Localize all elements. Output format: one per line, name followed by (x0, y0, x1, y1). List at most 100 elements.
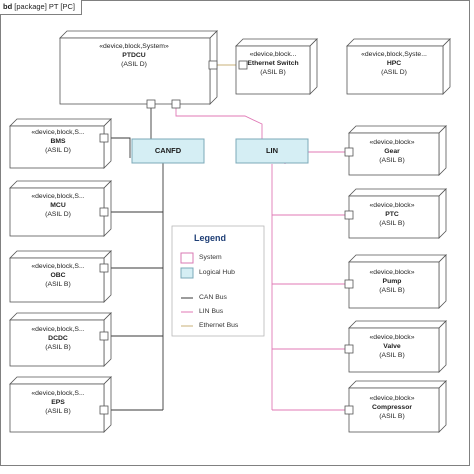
block-ptdcu-top (59, 30, 218, 39)
mcu-asil: (ASIL D) (45, 211, 71, 218)
block-bms-side (103, 118, 112, 169)
ptdcu-asil: (ASIL D) (121, 61, 147, 68)
legend-can-label: CAN Bus (199, 294, 227, 301)
block-eps-side (103, 376, 112, 433)
frame-keyword: bd (3, 2, 13, 11)
block-hpc-side (442, 38, 451, 95)
port-ptdcu-eth (208, 60, 218, 70)
block-pump-front (348, 261, 440, 309)
block-compressor-side (438, 380, 447, 433)
block-ethernet-switch (235, 38, 318, 95)
node-bms[interactable]: «device,block,S... BMS (ASIL D) (13, 128, 103, 155)
obc-stereotype: «device,block,S... (31, 263, 85, 270)
bms-stereotype: «device,block,S... (31, 129, 85, 136)
node-ethernet-switch[interactable]: «device,block... Ethernet Switch (ASIL B… (243, 50, 303, 77)
block-ptdcu (59, 30, 218, 105)
port-ptdcu-lin (171, 99, 181, 109)
node-dcdc[interactable]: «device,block,S... DCDC (ASIL B) (13, 325, 103, 352)
valve-stereotype: «device,block» (369, 334, 415, 341)
node-pump[interactable]: «device,block» Pump (ASIL B) (350, 268, 434, 295)
block-valve-side (438, 320, 447, 373)
block-ptc-side (438, 188, 447, 239)
ethernet-switch-stereotype: «device,block... (249, 51, 297, 58)
pump-asil: (ASIL B) (379, 287, 405, 294)
block-ptc (348, 188, 447, 239)
frame-title: [package] PT [PC] (14, 2, 75, 11)
block-mcu-top (9, 180, 112, 189)
block-pump-side (438, 254, 447, 309)
node-ptc[interactable]: «device,block» PTC (ASIL B) (350, 201, 434, 228)
block-gear (348, 125, 447, 176)
nodes-layer (9, 30, 451, 433)
legend-title: Legend (194, 233, 227, 243)
hpc-asil: (ASIL D) (381, 69, 407, 76)
block-obc-side (103, 250, 112, 303)
ptdcu-stereotype: «device,block,System» (99, 43, 169, 50)
node-ptdcu[interactable]: «device,block,System» PTDCU (ASIL D) (64, 42, 204, 69)
block-valve (348, 320, 447, 373)
node-valve[interactable]: «device,block» Valve (ASIL B) (350, 333, 434, 360)
block-obc-front (9, 257, 105, 303)
legend-hub-label: Logical Hub (199, 269, 235, 276)
block-hpc-top (346, 38, 451, 47)
valve-name: Valve (383, 343, 401, 350)
ptc-asil: (ASIL B) (379, 220, 405, 227)
compressor-asil: (ASIL B) (379, 413, 405, 420)
block-mcu-front (9, 187, 105, 237)
block-bms-top (9, 118, 112, 127)
dcdc-name: DCDC (48, 335, 68, 342)
block-dcdc (9, 312, 112, 367)
node-eps[interactable]: «device,block,S... EPS (ASIL B) (13, 389, 103, 416)
hub-lin-label: LIN (265, 146, 279, 155)
block-gear-side (438, 125, 447, 176)
gear-asil: (ASIL B) (379, 157, 405, 164)
node-compressor[interactable]: «device,block» Compressor (ASIL B) (350, 394, 434, 421)
eps-name: EPS (51, 399, 65, 406)
block-eps-front (9, 383, 105, 433)
hub-lin-box[interactable] (235, 138, 309, 164)
mcu-stereotype: «device,block,S... (31, 193, 85, 200)
ptc-name: PTC (385, 211, 399, 218)
node-mcu[interactable]: «device,block,S... MCU (ASIL D) (13, 192, 103, 219)
block-valve-front (348, 327, 440, 373)
legend-box (171, 225, 265, 337)
block-dcdc-front (9, 319, 105, 367)
ptdcu-name: PTDCU (122, 52, 146, 59)
block-ptdcu-front (59, 37, 211, 105)
dcdc-stereotype: «device,block,S... (31, 326, 85, 333)
block-eps-top (9, 376, 112, 385)
legend-system-swatch (180, 252, 194, 264)
node-gear[interactable]: «device,block» Gear (ASIL B) (350, 138, 434, 165)
node-obc[interactable]: «device,block,S... OBC (ASIL B) (13, 262, 103, 289)
block-hpc (346, 38, 451, 95)
mcu-name: MCU (50, 202, 66, 209)
block-compressor-top (348, 380, 447, 389)
hpc-stereotype: «device,block,Syste... (361, 51, 427, 58)
block-bms-front (9, 125, 105, 169)
frame-header: bd [package] PT [PC] (0, 0, 82, 15)
can-bus-lines (104, 108, 164, 411)
compressor-stereotype: «device,block» (369, 395, 415, 402)
node-hpc[interactable]: «device,block,Syste... HPC (ASIL D) (352, 50, 436, 77)
legend-hub-swatch (180, 267, 194, 279)
port-ptdcu-can (146, 99, 156, 109)
block-bms (9, 118, 112, 169)
legend-lin-label: LIN Bus (199, 308, 224, 315)
hpc-name: HPC (386, 60, 402, 67)
gear-name: Gear (384, 148, 400, 155)
dcdc-asil: (ASIL B) (45, 344, 71, 351)
gear-stereotype: «device,block» (369, 139, 415, 146)
legend (171, 225, 265, 337)
block-pump-top (348, 254, 447, 263)
hub-canfd-label: CANFD (154, 146, 182, 155)
ethernet-switch-asil: (ASIL B) (260, 69, 286, 76)
pump-stereotype: «device,block» (369, 269, 415, 276)
block-valve-top (348, 320, 447, 329)
block-gear-top (348, 125, 447, 134)
block-obc (9, 250, 112, 303)
block-ptc-top (348, 188, 447, 197)
hub-canfd-box[interactable] (131, 138, 205, 164)
bms-name: BMS (50, 138, 66, 145)
